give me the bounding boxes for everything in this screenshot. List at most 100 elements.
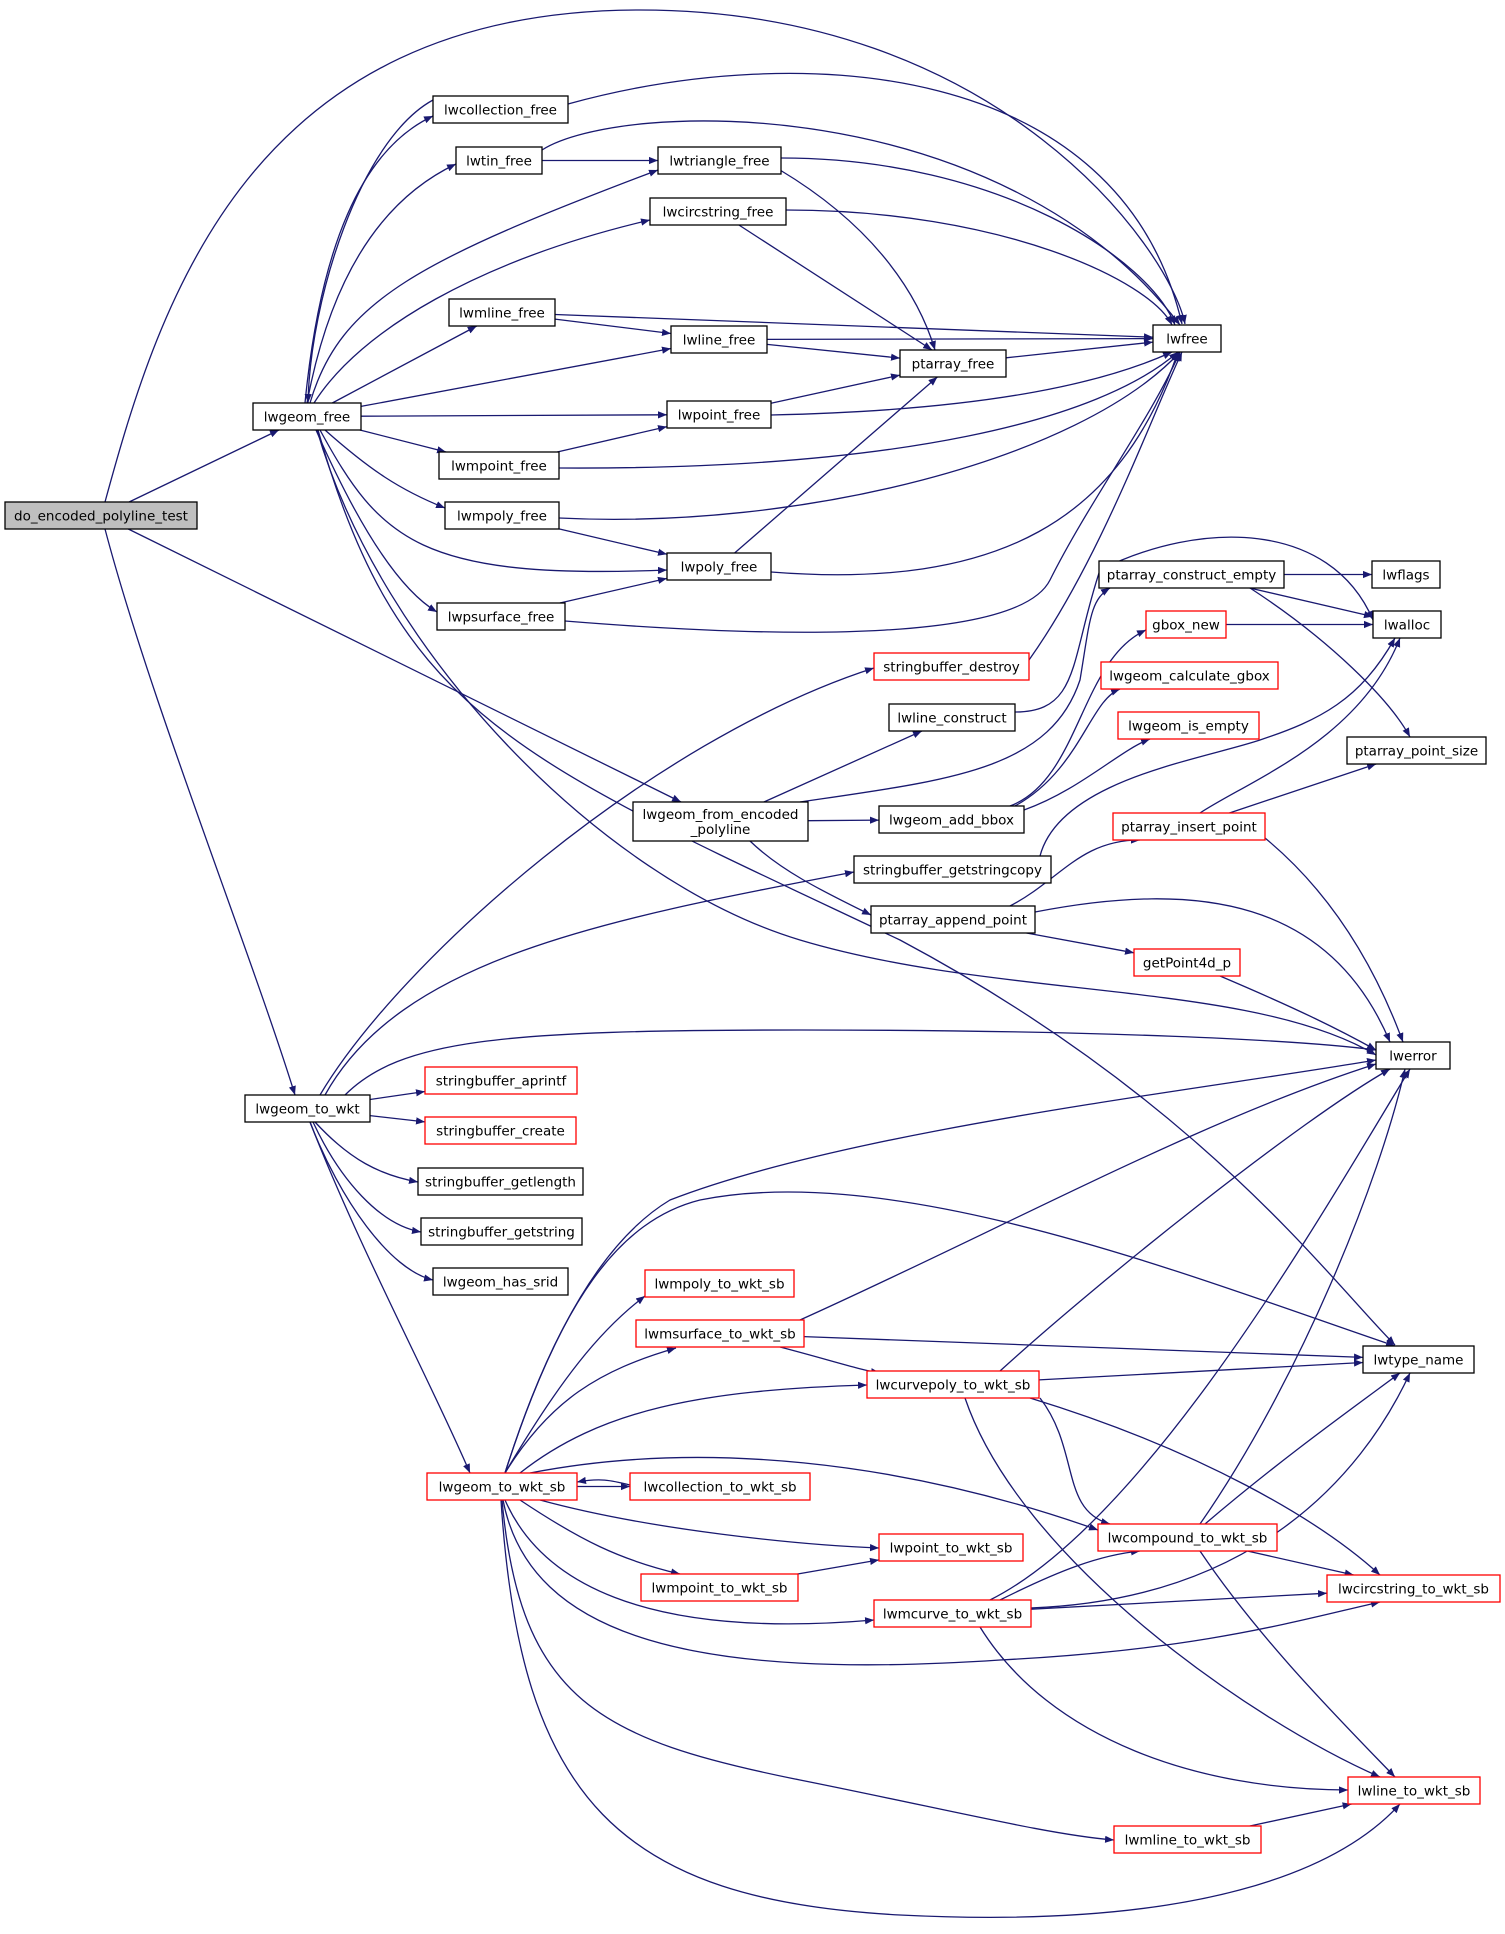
edge-ptarray_construct_empty-to-lwalloc bbox=[1249, 587, 1374, 619]
node-lwcollection-to-wkt-sb[interactable]: lwcollection_to_wkt_sb bbox=[629, 1472, 811, 1501]
edge-lwcurvepoly_to_wkt_sb-to-lwtype_name bbox=[1038, 1359, 1364, 1381]
node-lwgeom-has-srid[interactable]: lwgeom_has_srid bbox=[432, 1267, 569, 1296]
edge-lwgeom_to_wkt_sb-to-lwmpoly_to_wkt_sb bbox=[504, 1295, 646, 1474]
node-lwmpoly-free[interactable]: lwmpoly_free bbox=[444, 501, 560, 530]
node-lwalloc[interactable]: lwalloc bbox=[1372, 610, 1442, 639]
node-gbox-new[interactable]: gbox_new bbox=[1145, 610, 1227, 639]
edge-lwmcurve_to_wkt_sb-to-lwcompound_to_wkt_sb bbox=[999, 1548, 1141, 1601]
node-ptarray-free[interactable]: ptarray_free bbox=[899, 349, 1007, 378]
node-box bbox=[1152, 324, 1222, 353]
edge-lwtriangle_free-to-lwfree bbox=[780, 157, 1176, 326]
node-getPoint4d-p[interactable]: getPoint4d_p bbox=[1133, 948, 1241, 977]
node-root[interactable]: do_encoded_polyline_test bbox=[4, 501, 198, 530]
edge-lwgeom_to_wkt_sb-to-lwmcurve_to_wkt_sb bbox=[504, 1499, 875, 1625]
edge-lwcurvepoly_to_wkt_sb-to-lwerror bbox=[999, 1068, 1391, 1372]
node-label: stringbuffer_create bbox=[436, 1124, 565, 1140]
node-lwmpoly-to-wkt-sb[interactable]: lwmpoly_to_wkt_sb bbox=[644, 1269, 795, 1298]
node-lwcurvepoly-to-wkt-sb[interactable]: lwcurvepoly_to_wkt_sb bbox=[866, 1370, 1040, 1399]
edge-lwgeom_to_wkt-to-stringbuffer_getstring bbox=[312, 1121, 422, 1235]
node-lwmsurface-to-wkt-sb[interactable]: lwmsurface_to_wkt_sb bbox=[635, 1319, 805, 1348]
node-box bbox=[870, 905, 1036, 934]
node-lwcircstring-to-wkt-sb[interactable]: lwcircstring_to_wkt_sb bbox=[1326, 1574, 1501, 1603]
node-label: lwgeom_from_encoded_polyline bbox=[643, 807, 799, 838]
edge-lwcompound_to_wkt_sb-to-lwerror bbox=[1199, 1068, 1407, 1525]
node-lwgeom-to-wkt[interactable]: lwgeom_to_wkt bbox=[244, 1094, 371, 1123]
node-label: lwcircstring_to_wkt_sb bbox=[1338, 1582, 1489, 1598]
node-lwgeom-add-bbox[interactable]: lwgeom_add_bbox bbox=[878, 805, 1025, 834]
node-lwpsurface-free[interactable]: lwpsurface_free bbox=[436, 602, 566, 631]
node-box bbox=[635, 1319, 805, 1348]
node-lwgeom-free[interactable]: lwgeom_free bbox=[252, 402, 362, 431]
node-lwgeom-is-empty[interactable]: lwgeom_is_empty bbox=[1117, 711, 1260, 740]
node-stringbuffer-aprintf[interactable]: stringbuffer_aprintf bbox=[424, 1066, 578, 1095]
node-lwtriangle-free[interactable]: lwtriangle_free bbox=[657, 146, 782, 175]
node-label: lwtriangle_free bbox=[669, 154, 769, 170]
edge-lwgeom_free-to-lwtriangle_free bbox=[309, 169, 659, 404]
node-box bbox=[1375, 1041, 1451, 1070]
node-stringbuffer-destroy[interactable]: stringbuffer_destroy bbox=[873, 652, 1030, 681]
node-ptarray-insert-point[interactable]: ptarray_insert_point bbox=[1112, 812, 1266, 841]
node-box bbox=[1113, 1825, 1262, 1854]
node-box bbox=[873, 652, 1030, 681]
node-label: lwgeom_is_empty bbox=[1128, 719, 1249, 735]
node-stringbuffer-getstringcopy[interactable]: stringbuffer_getstringcopy bbox=[853, 855, 1052, 884]
node-stringbuffer-create[interactable]: stringbuffer_create bbox=[424, 1116, 577, 1145]
node-lwline-construct[interactable]: lwline_construct bbox=[888, 703, 1016, 732]
node-lwpoly-free[interactable]: lwpoly_free bbox=[666, 552, 772, 581]
edge-lwmcurve_to_wkt_sb-to-lwtype_name bbox=[1029, 1372, 1411, 1609]
edge-root-to-lwfree bbox=[104, 9, 1187, 503]
node-label: lwmpoly_free bbox=[457, 509, 547, 525]
node-lwtin-free[interactable]: lwtin_free bbox=[455, 146, 543, 175]
edge-lwmpoint_to_wkt_sb-to-lwpoint_to_wkt_sb bbox=[797, 1557, 880, 1575]
node-lwfree[interactable]: lwfree bbox=[1152, 324, 1222, 353]
node-label: lwmline_to_wkt_sb bbox=[1125, 1833, 1251, 1849]
node-label: lwmpoint_free bbox=[451, 459, 547, 475]
edge-lwtin_free-to-lwfree bbox=[541, 120, 1181, 326]
edge-lwgeom_to_wkt-to-stringbuffer_create bbox=[369, 1114, 426, 1125]
node-lwpoint-free[interactable]: lwpoint_free bbox=[666, 400, 772, 429]
node-lwmcurve-to-wkt-sb[interactable]: lwmcurve_to_wkt_sb bbox=[873, 1599, 1032, 1628]
node-lwcompound-to-wkt-sb[interactable]: lwcompound_to_wkt_sb bbox=[1097, 1523, 1278, 1552]
node-lwmpoint-to-wkt-sb[interactable]: lwmpoint_to_wkt_sb bbox=[640, 1573, 799, 1602]
node-lwerror[interactable]: lwerror bbox=[1375, 1041, 1451, 1070]
node-box bbox=[1372, 610, 1442, 639]
edge-lwgeom_to_wkt-to-stringbuffer_getlength bbox=[314, 1121, 419, 1184]
node-stringbuffer-getstring[interactable]: stringbuffer_getstring bbox=[420, 1217, 583, 1246]
node-label: lwflags bbox=[1382, 568, 1429, 584]
node-lwpoint-to-wkt-sb[interactable]: lwpoint_to_wkt_sb bbox=[878, 1533, 1024, 1562]
edge-ptarray_insert_point-to-ptarray_point_size bbox=[1229, 763, 1377, 814]
node-lwline-free[interactable]: lwline_free bbox=[670, 325, 768, 354]
edge-lwcompound_to_wkt_sb-to-lwtype_name bbox=[1204, 1372, 1401, 1525]
node-lwmpoint-free[interactable]: lwmpoint_free bbox=[438, 451, 560, 480]
node-lwtype-name[interactable]: lwtype_name bbox=[1362, 1345, 1475, 1374]
node-lwgeom-to-wkt-sb[interactable]: lwgeom_to_wkt_sb bbox=[426, 1472, 578, 1501]
node-label: lwcompound_to_wkt_sb bbox=[1108, 1531, 1268, 1547]
node-box bbox=[1100, 661, 1279, 690]
node-lwline-to-wkt-sb[interactable]: lwline_to_wkt_sb bbox=[1347, 1776, 1481, 1805]
node-lwmline-free[interactable]: lwmline_free bbox=[448, 298, 556, 327]
node-lwflags[interactable]: lwflags bbox=[1371, 560, 1441, 589]
node-ptarray-point-size[interactable]: ptarray_point_size bbox=[1346, 736, 1487, 765]
node-box bbox=[644, 1269, 795, 1298]
node-box bbox=[878, 805, 1025, 834]
node-label: lwcollection_free bbox=[444, 103, 557, 119]
node-stringbuffer-getlength[interactable]: stringbuffer_getlength bbox=[417, 1167, 584, 1196]
node-ptarray-append-point[interactable]: ptarray_append_point bbox=[870, 905, 1036, 934]
edge-lwgeom_free-to-lwcollection_free bbox=[304, 115, 434, 404]
node-ptarray-construct-empty[interactable]: ptarray_construct_empty bbox=[1098, 560, 1285, 589]
node-box bbox=[873, 1599, 1032, 1628]
node-lwmline-to-wkt-sb[interactable]: lwmline_to_wkt_sb bbox=[1113, 1825, 1262, 1854]
edge-root-to-lwgeom_to_wkt bbox=[104, 528, 296, 1096]
node-lwcircstring-free[interactable]: lwcircstring_free bbox=[649, 197, 787, 226]
edge-lwgeom_to_wkt-to-stringbuffer_destroy bbox=[319, 667, 875, 1096]
edge-lwgeom_add_bbox-to-gbox_new bbox=[1009, 629, 1147, 807]
node-label: lwmcurve_to_wkt_sb bbox=[883, 1607, 1022, 1623]
node-box bbox=[1098, 560, 1285, 589]
node-label: lwgeom_to_wkt_sb bbox=[439, 1480, 566, 1496]
edge-lwpoint_free-to-lwfree bbox=[770, 351, 1173, 416]
edge-lwgeom_from_encoded_polyline-to-lwgeom_add_bbox bbox=[807, 816, 880, 824]
node-lwcollection-free[interactable]: lwcollection_free bbox=[432, 95, 569, 124]
node-lwgeom-calculate-gbox[interactable]: lwgeom_calculate_gbox bbox=[1100, 661, 1279, 690]
node-lwgeom-from-encoded-polyline[interactable]: lwgeom_from_encoded_polyline bbox=[632, 801, 809, 842]
edge-lwpoly_free-to-ptarray_free bbox=[734, 376, 938, 554]
